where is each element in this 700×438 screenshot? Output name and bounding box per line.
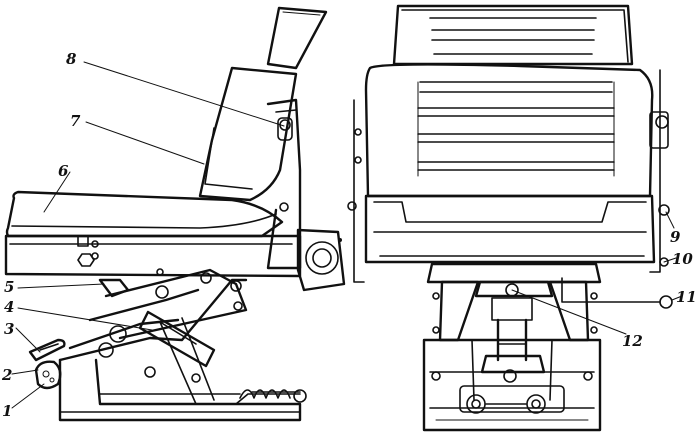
leader-10 bbox=[663, 257, 677, 263]
callout-2: 2 bbox=[1, 366, 12, 384]
shock-absorber bbox=[138, 310, 216, 368]
front-base bbox=[422, 338, 602, 432]
callout-5: 5 bbox=[4, 278, 14, 296]
callout-4: 4 bbox=[4, 298, 14, 316]
leader-1 bbox=[11, 383, 45, 409]
callout-3: 3 bbox=[4, 320, 14, 338]
front-view bbox=[347, 4, 673, 432]
front-side-rods bbox=[347, 69, 670, 283]
leader-11 bbox=[671, 295, 683, 301]
leader-8 bbox=[83, 61, 285, 127]
leader-2 bbox=[11, 369, 39, 375]
callout-12: 12 bbox=[622, 332, 643, 350]
front-seat-cushion bbox=[364, 194, 656, 264]
base-rails bbox=[58, 358, 302, 422]
backrest-frame bbox=[266, 98, 302, 270]
leader-lines bbox=[11, 61, 683, 409]
side-view bbox=[4, 6, 346, 422]
seat-frame bbox=[4, 234, 302, 278]
side-plate bbox=[296, 228, 346, 292]
front-control-rod bbox=[561, 277, 673, 309]
leader-5 bbox=[17, 283, 105, 289]
callout-1: 1 bbox=[2, 402, 12, 420]
callout-11: 11 bbox=[676, 288, 697, 306]
callout-7: 7 bbox=[70, 112, 81, 130]
leader-3 bbox=[15, 327, 41, 353]
callout-8: 8 bbox=[66, 50, 77, 68]
leader-7 bbox=[85, 121, 205, 165]
headrest bbox=[266, 6, 328, 70]
callout-10: 10 bbox=[672, 250, 693, 268]
leader-12 bbox=[511, 289, 627, 335]
front-backrest bbox=[364, 63, 654, 198]
front-headrest bbox=[392, 4, 634, 66]
leader-4 bbox=[17, 307, 153, 331]
leader-6 bbox=[43, 171, 71, 213]
backrest-cushion bbox=[198, 66, 298, 202]
leader-9 bbox=[665, 211, 675, 229]
callout-6: 6 bbox=[58, 162, 69, 180]
callout-labels: 8 7 6 5 4 3 2 1 9 10 11 12 bbox=[1, 50, 697, 420]
return-spring bbox=[239, 389, 307, 403]
callout-9: 9 bbox=[670, 228, 681, 246]
seat-cushion bbox=[5, 190, 284, 238]
suspension-linkage bbox=[58, 268, 248, 405]
